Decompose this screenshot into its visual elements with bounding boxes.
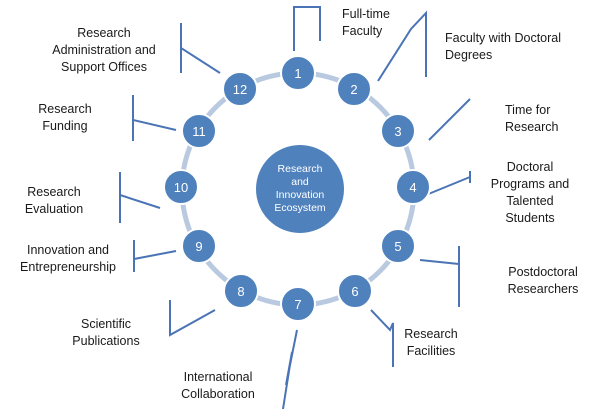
node-circle	[222, 71, 258, 107]
callout-line-11	[132, 95, 177, 141]
callout-line-3	[428, 98, 471, 141]
node-number: 1	[294, 66, 301, 81]
node-9: 9	[181, 228, 217, 264]
node-4: 4	[395, 169, 431, 205]
node-11: 11	[181, 113, 217, 149]
node-number: 7	[294, 297, 301, 312]
label-line: Students	[505, 211, 554, 225]
callout-line-10	[119, 172, 161, 223]
callout-line-8	[169, 300, 216, 337]
node-8: 8	[223, 273, 259, 309]
node-7: 7	[280, 286, 316, 322]
callout-line-5	[419, 246, 460, 307]
label-line: Research	[38, 102, 92, 116]
node-1: 1	[280, 55, 316, 91]
label-line: Talented	[506, 194, 553, 208]
node-circle	[380, 113, 416, 149]
label-line: Support Offices	[61, 60, 147, 74]
node-12: 12	[222, 71, 258, 107]
label-line: Research	[505, 120, 559, 134]
node-5: 5	[380, 228, 416, 264]
label-line: Administration and	[52, 43, 156, 57]
label-line: Doctoral	[507, 160, 554, 174]
node-circle	[395, 169, 431, 205]
node-circle	[280, 286, 316, 322]
label-line: Researchers	[508, 282, 579, 296]
callout-line-6	[370, 309, 394, 367]
center-label-line: Innovation	[276, 189, 325, 201]
callout-line-1	[293, 6, 321, 51]
label-line: Research	[27, 185, 81, 199]
node-circle	[181, 228, 217, 264]
callout-line-2	[377, 10, 427, 82]
center-label-line: Ecosystem	[274, 202, 326, 214]
node-circle	[163, 169, 199, 205]
node-number: 9	[195, 239, 202, 254]
callout-line-12	[180, 23, 221, 74]
node-circle	[181, 113, 217, 149]
center-label-line: and	[291, 176, 309, 188]
center-circle	[256, 145, 344, 233]
node-3: 3	[380, 113, 416, 149]
center-label-line: Research	[278, 163, 323, 175]
label-line: Funding	[42, 119, 87, 133]
node-number: 10	[174, 180, 188, 195]
node-number: 4	[409, 180, 416, 195]
label-line: Publications	[72, 334, 139, 348]
node-circle	[337, 273, 373, 309]
label-line: Entrepreneurship	[20, 260, 116, 274]
node-number: 3	[394, 124, 401, 139]
label-line: Scientific	[81, 317, 131, 331]
node-number: 2	[350, 82, 357, 97]
callout-line-4	[425, 171, 471, 196]
node-circle	[223, 273, 259, 309]
callout-line-7	[282, 329, 298, 410]
label-line: Faculty	[342, 24, 383, 38]
node-number: 12	[233, 82, 247, 97]
node-circle	[280, 55, 316, 91]
node-circle	[380, 228, 416, 264]
label-line: Programs and	[491, 177, 570, 191]
node-6: 6	[337, 273, 373, 309]
node-number: 5	[394, 239, 401, 254]
label-line: Postdoctoral	[508, 265, 577, 279]
node-number: 6	[351, 284, 358, 299]
label-line: Faculty with Doctoral	[445, 31, 561, 45]
node-10: 10	[163, 169, 199, 205]
label-line: Research	[404, 327, 458, 341]
label-line: Time for	[505, 103, 550, 117]
label-line: Degrees	[445, 48, 492, 62]
node-2: 2	[336, 71, 372, 107]
label-line: Evaluation	[25, 202, 83, 216]
node-number: 11	[192, 124, 206, 139]
label-line: Full-time	[342, 7, 390, 21]
label-line: Collaboration	[181, 387, 255, 401]
node-circle	[336, 71, 372, 107]
node-number: 8	[237, 284, 244, 299]
label-line: International	[184, 370, 253, 384]
callout-line-9	[133, 240, 177, 272]
label-line: Innovation and	[27, 243, 109, 257]
label-line: Facilities	[407, 344, 456, 358]
label-line: Research	[77, 26, 131, 40]
